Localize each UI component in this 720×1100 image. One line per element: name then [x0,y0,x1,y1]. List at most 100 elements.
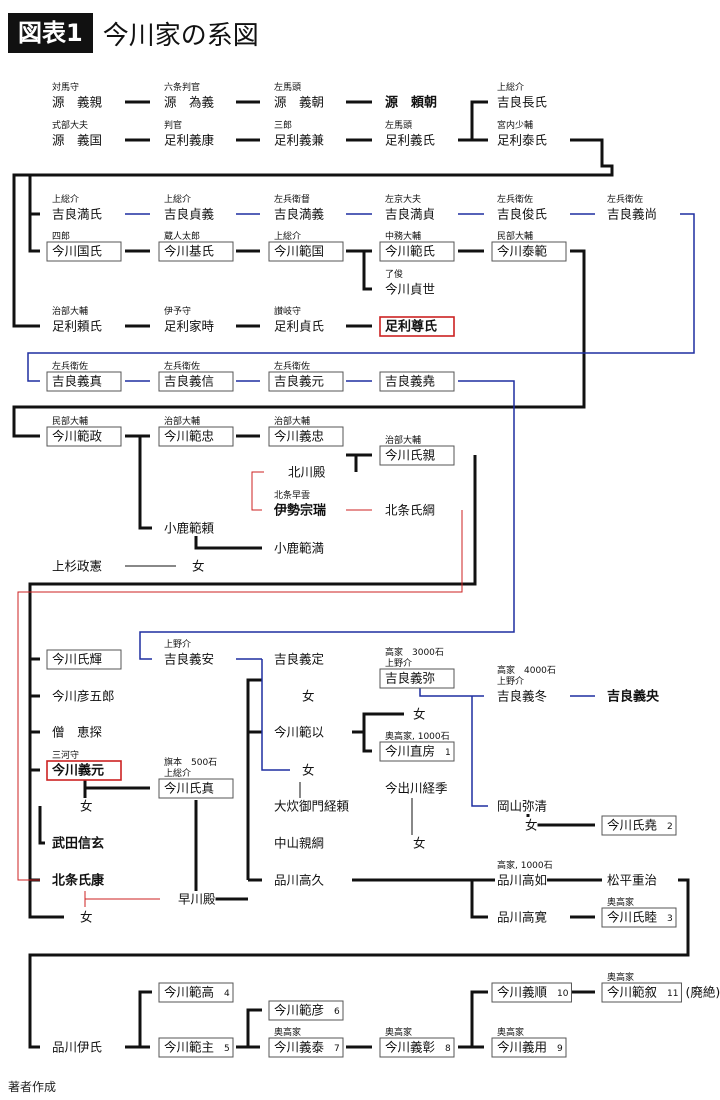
person-title: 左京大夫 [385,193,421,205]
person-n62: 女 [523,817,538,833]
person-box [46,426,122,447]
person-name: 足利頼氏 [52,319,102,334]
person-name: 今川氏堯 [607,818,657,833]
person-box [491,241,567,262]
person-name: 今川範政 [52,429,103,444]
person-name: 吉良俊氏 [497,207,547,222]
person-n64: 中山親綱 [272,835,325,851]
person-title: 判官 [164,119,182,131]
person-box [46,241,122,262]
person-name: 女 [192,559,205,574]
person-title: 上野介 [385,658,412,669]
person-box [158,982,234,1003]
person-title: 高家 4000石 [497,664,556,676]
person-box [379,445,455,466]
person-name: 吉良義尚 [607,207,657,222]
person-title: 左兵衛佐 [52,360,88,372]
person-name: 大炊御門経頼 [274,799,350,814]
person-name: 中山親綱 [274,836,324,851]
person-title: 治部大輔 [274,415,310,427]
person-box [379,371,455,392]
person-name: 吉良義堯 [385,374,435,389]
person-n26: 足利尊氏 [379,316,455,337]
person-n57: 今出川経季 [383,780,448,796]
person-title: 奥高家 [607,971,634,983]
person-name: 足利泰氏 [497,133,547,148]
person-name: 僧 恵探 [52,725,103,740]
person-n47: 吉良義央 [605,688,660,705]
generation-number: 1 [445,748,451,758]
person-name: 女 [413,707,426,722]
source-credit: 著者作成 [8,1080,57,1094]
person-title: 高家, 1000石 [497,859,553,871]
person-box [601,907,677,928]
person-title: 左兵衛督 [274,193,310,205]
person-name: 今川国氏 [52,244,102,259]
person-name: 岡山弥清 [497,799,547,814]
person-name: 松平重治 [607,873,657,888]
person-name: 今川義彰 [385,1040,436,1055]
person-name: 源 義朝 [274,95,324,110]
generation-number: 10 [557,989,569,999]
person-box [158,778,234,799]
person-n41: 女 [190,558,205,574]
person-n30: 吉良義堯 [379,371,455,392]
person-title: 上総介 [164,767,191,779]
person-title: 高家 3000石 [385,646,444,658]
person-n67: 品川高久 [272,872,325,888]
person-n38: 小鹿範頼 [162,520,215,536]
person-n63: 武田信玄 [50,835,105,852]
person-name: 早川殿 [178,892,216,907]
person-name: 吉良長氏 [497,95,547,110]
person-name: 女 [413,836,426,851]
person-title: 治部大輔 [385,434,421,446]
person-name: 今川義忠 [274,429,324,444]
person-name: 小鹿範頼 [164,521,215,536]
extinct-note: (廃絶) [685,985,720,1000]
person-name: 今川氏輝 [52,652,102,667]
person-name: 今川氏親 [385,448,436,463]
person-name: 今川範国 [274,244,324,259]
person-name: 女 [302,689,315,704]
person-name: 品川高寛 [497,910,547,925]
person-n48: 女 [300,688,315,704]
person-n51: 僧 恵探 [50,724,103,740]
person-name: 今川氏真 [164,781,214,796]
person-n50: 女 [411,706,426,722]
person-title: 旗本 500石 [164,756,217,768]
person-title: 左兵衛佐 [607,193,643,205]
person-box [268,371,344,392]
person-name: 源 義国 [52,133,102,148]
person-box [601,815,677,836]
person-box [601,982,682,1003]
person-n78: 品川伊氏 [50,1039,103,1055]
person-title: 対馬守 [52,81,79,93]
person-name: 吉良義真 [52,374,102,389]
person-name: 今川氏睦 [607,910,658,925]
person-box [46,649,122,670]
person-name: 今川義用 [497,1040,547,1055]
